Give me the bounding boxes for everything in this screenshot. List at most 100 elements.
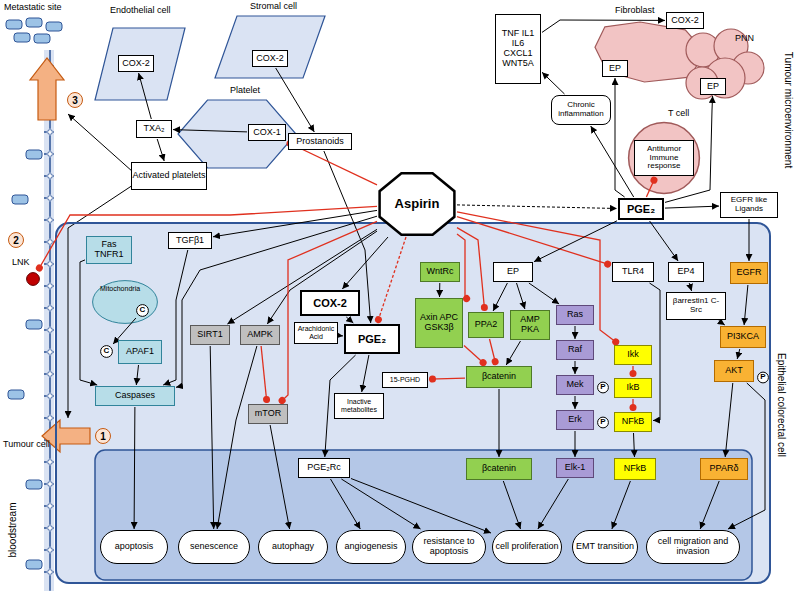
outcome-oval: apoptosis [100, 530, 168, 564]
activation-arrow [700, 481, 719, 529]
activation-arrow [134, 407, 136, 529]
process-box: COX-1 [248, 124, 286, 141]
circle-node: C [100, 345, 113, 358]
inhibition-line [464, 346, 486, 366]
node-label: COX-1 [253, 128, 281, 138]
process-box: TNF IL1 IL6 CXCL1 WNT5A [495, 14, 541, 84]
process-box: EGFR [730, 262, 768, 284]
node-label: Antitumor Immune response [635, 145, 693, 171]
process-box: Arachidonic Acid [294, 322, 338, 344]
node-label: COX-2 [256, 54, 284, 64]
process-box: Ras [556, 305, 594, 325]
process-box: mTOR [248, 404, 288, 424]
node-label: TLR4 [622, 267, 644, 277]
region-label: Tumour microenvironment [783, 52, 794, 168]
t-cell: T cellAntitumor Immune response [628, 122, 700, 194]
process-box: Antitumor Immune response [634, 140, 694, 176]
process-box: AMP PKA [510, 310, 550, 340]
node-label: angiogenesis [344, 542, 397, 552]
node-label: mTOR [255, 409, 281, 419]
region-label: bloodstream [7, 502, 18, 557]
activation-arrow [324, 151, 371, 323]
activation-arrow [615, 78, 625, 197]
node-label: Fas TNFR1 [87, 240, 131, 260]
activation-arrow [213, 210, 377, 236]
activation-arrow [139, 73, 152, 119]
outcome-oval: senescence [178, 530, 250, 564]
node-label: COX-2 [313, 297, 347, 309]
activation-arrow [339, 335, 343, 336]
activation-arrow [346, 317, 353, 323]
node-label: EP [507, 267, 519, 277]
process-box: TGFβ1 [168, 232, 212, 249]
process-box: TLR4 [612, 262, 654, 282]
process-box: WntRc [420, 262, 460, 282]
outcome-oval: autophagy [258, 530, 328, 564]
node-label: P [600, 418, 605, 427]
node-label: 15-PGHD [390, 376, 420, 384]
process-box: EP [602, 60, 628, 77]
node-label: SIRT1 [197, 330, 222, 340]
activation-arrow [665, 206, 719, 208]
inhibition-line [457, 217, 611, 266]
process-box: APAF1 [118, 340, 162, 364]
node-heading: Epithelial colorectal cell [776, 353, 787, 457]
process-box: NFkB [614, 412, 652, 432]
node-heading: Endothelial cell [110, 6, 171, 16]
activation-arrow [534, 221, 617, 262]
node-label: autophagy [272, 542, 314, 552]
process-box: Inactive metabolites [334, 393, 384, 419]
inhibition-line [646, 177, 655, 197]
activation-arrow [591, 126, 634, 197]
circle-node: P [597, 381, 609, 394]
node-label: EGFR [736, 268, 761, 278]
pnn-cells: PNN EP [685, 28, 765, 103]
node-label: cell proliferation [495, 542, 558, 552]
node-label: βcatenin [482, 372, 516, 382]
activation-arrow [227, 229, 377, 324]
node-label: Raf [568, 345, 582, 355]
activation-arrow [351, 479, 491, 534]
activation-arrow [650, 221, 679, 261]
activation-arrow [634, 433, 635, 457]
aspirin-octagon: Aspirin [378, 172, 456, 236]
process-box: Activated platelets [131, 162, 207, 190]
process-box: Caspases [95, 386, 175, 406]
process-box: PI3KCA [720, 326, 766, 348]
activation-arrow [267, 231, 377, 324]
node-label: Elk-1 [565, 463, 586, 473]
node-label: TNF IL1 IL6 CXCL1 WNT5A [496, 29, 540, 69]
node-label: C [104, 347, 110, 356]
node-label: EP [707, 82, 719, 92]
node-heading: PNN [735, 34, 754, 44]
node-label: Caspases [115, 391, 155, 401]
callout-number: 3 [67, 92, 83, 108]
cell-shape-outline [215, 16, 325, 78]
inhibition-line [457, 212, 619, 344]
key-box: PGE₂ [618, 198, 664, 220]
process-box: AMPK [240, 325, 280, 345]
inhibition-line [457, 234, 465, 301]
activation-arrow [575, 431, 576, 457]
activation-arrow [176, 216, 377, 387]
process-box: Elk-1 [556, 458, 594, 478]
process-box: PPA2 [468, 312, 504, 338]
activation-arrow [575, 361, 576, 374]
activation-arrow [457, 205, 617, 209]
activation-arrow [439, 283, 440, 297]
node-label: cell migration and invasion [647, 537, 739, 557]
activation-arrow [270, 425, 290, 529]
activation-arrow [506, 341, 520, 365]
activation-arrow [665, 96, 713, 202]
node-label: EP [609, 64, 621, 74]
process-box: EP [700, 78, 726, 95]
circle-node: P [597, 416, 609, 429]
inhibition-line [429, 378, 465, 379]
node-label: C [140, 306, 146, 315]
circle-node: C [136, 304, 149, 317]
inhibition-line [377, 237, 406, 323]
node-heading: Platelet [230, 86, 260, 96]
process-box: Erk [556, 410, 594, 430]
activation-arrow [575, 326, 576, 339]
circle-node: LNK [26, 272, 40, 286]
